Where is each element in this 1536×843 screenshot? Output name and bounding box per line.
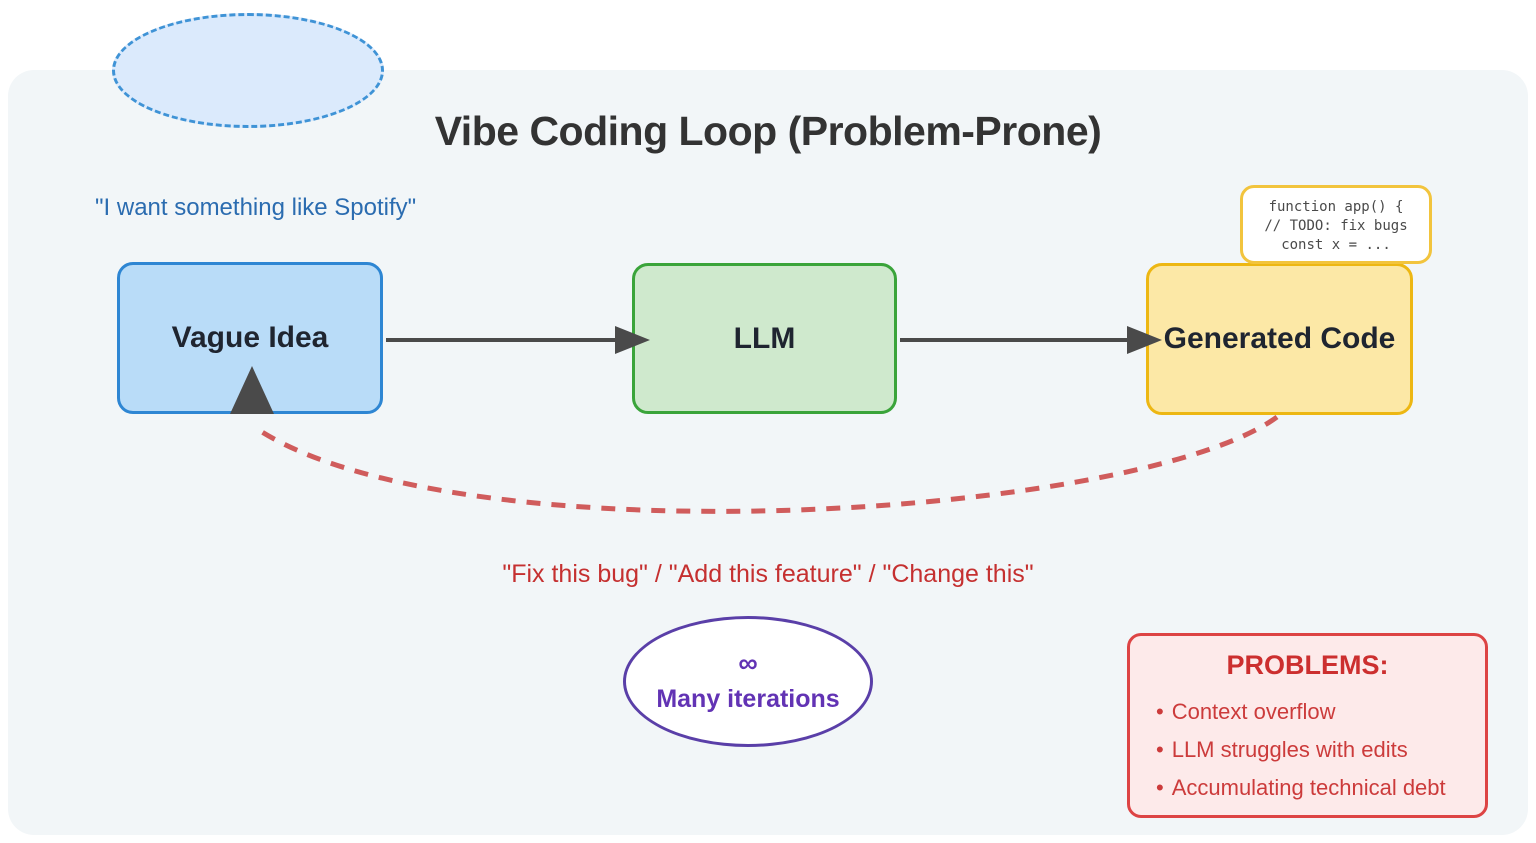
code-line: function app() { bbox=[1268, 199, 1404, 215]
node-llm: LLM bbox=[632, 263, 897, 414]
problems-list: • Context overflow • LLM struggles with ed… bbox=[1156, 693, 1485, 807]
loop-badge-label: Many iterations bbox=[656, 684, 840, 713]
node-vague-idea-label: Vague Idea bbox=[171, 321, 329, 354]
problem-item: • Context overflow bbox=[1156, 693, 1485, 731]
node-llm-label: LLM bbox=[733, 321, 796, 355]
bullet-icon: • bbox=[1156, 775, 1164, 800]
problems-title: PROBLEMS: bbox=[1226, 650, 1389, 680]
problems-panel: PROBLEMS: • Context overflow • LLM struggl… bbox=[1127, 633, 1488, 818]
bullet-icon: • bbox=[1156, 699, 1164, 724]
iteration-quote-label: "Fix this bug" / "Add this feature" / "C… bbox=[502, 560, 1034, 588]
loop-badge-ellipse: ∞ Many iterations bbox=[623, 616, 873, 747]
thought-bubble-ellipse bbox=[112, 13, 384, 128]
problem-item-label: LLM struggles with edits bbox=[1171, 737, 1408, 762]
infinity-icon: ∞ bbox=[738, 647, 758, 678]
code-line: // TODO: fix bugs bbox=[1264, 218, 1408, 234]
code-snippet-callout: function app() { // TODO: fix bugs const… bbox=[1240, 185, 1432, 264]
problem-item-label: Context overflow bbox=[1171, 699, 1336, 724]
idea-quote-label: "I want something like Spotify" bbox=[95, 194, 417, 221]
node-vague-idea: Vague Idea bbox=[117, 262, 383, 414]
node-generated-code: Generated Code bbox=[1146, 263, 1413, 415]
problem-item: • LLM struggles with edits bbox=[1156, 731, 1485, 769]
problem-item-label: Accumulating technical debt bbox=[1171, 775, 1446, 800]
code-line: const x = ... bbox=[1281, 237, 1391, 253]
bullet-icon: • bbox=[1156, 737, 1164, 762]
node-generated-code-label: Generated Code bbox=[1163, 322, 1396, 355]
diagram-title: Vibe Coding Loop (Problem-Prone) bbox=[434, 108, 1102, 154]
problem-item: • Accumulating technical debt bbox=[1156, 769, 1485, 807]
